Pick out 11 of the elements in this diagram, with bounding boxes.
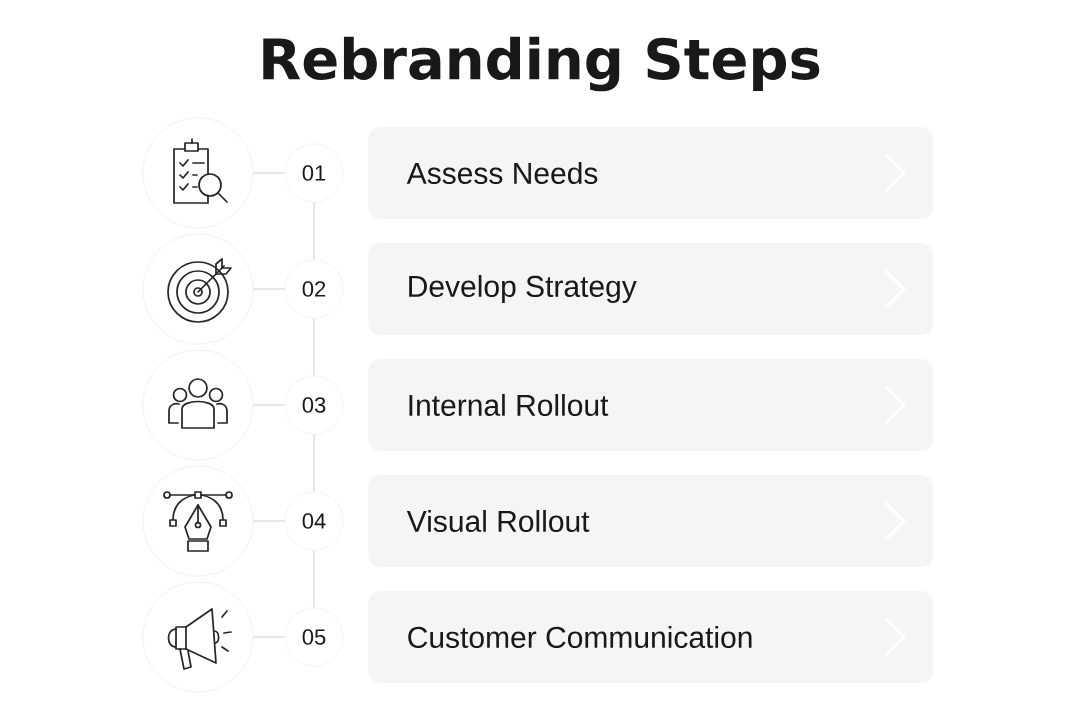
step-box: Develop Strategy (368, 243, 934, 335)
step-box: Customer Communication (368, 591, 934, 683)
icon-circle (142, 465, 254, 577)
icon-circle (142, 233, 254, 345)
step-box: Assess Needs (368, 127, 934, 219)
step-box: Internal Rollout (368, 359, 934, 451)
icon-circle (142, 349, 254, 461)
title: Rebranding Steps (263, 36, 820, 92)
icon-circle (142, 581, 254, 693)
icon-circle (142, 117, 254, 229)
step-box: Visual Rollout (368, 475, 934, 567)
